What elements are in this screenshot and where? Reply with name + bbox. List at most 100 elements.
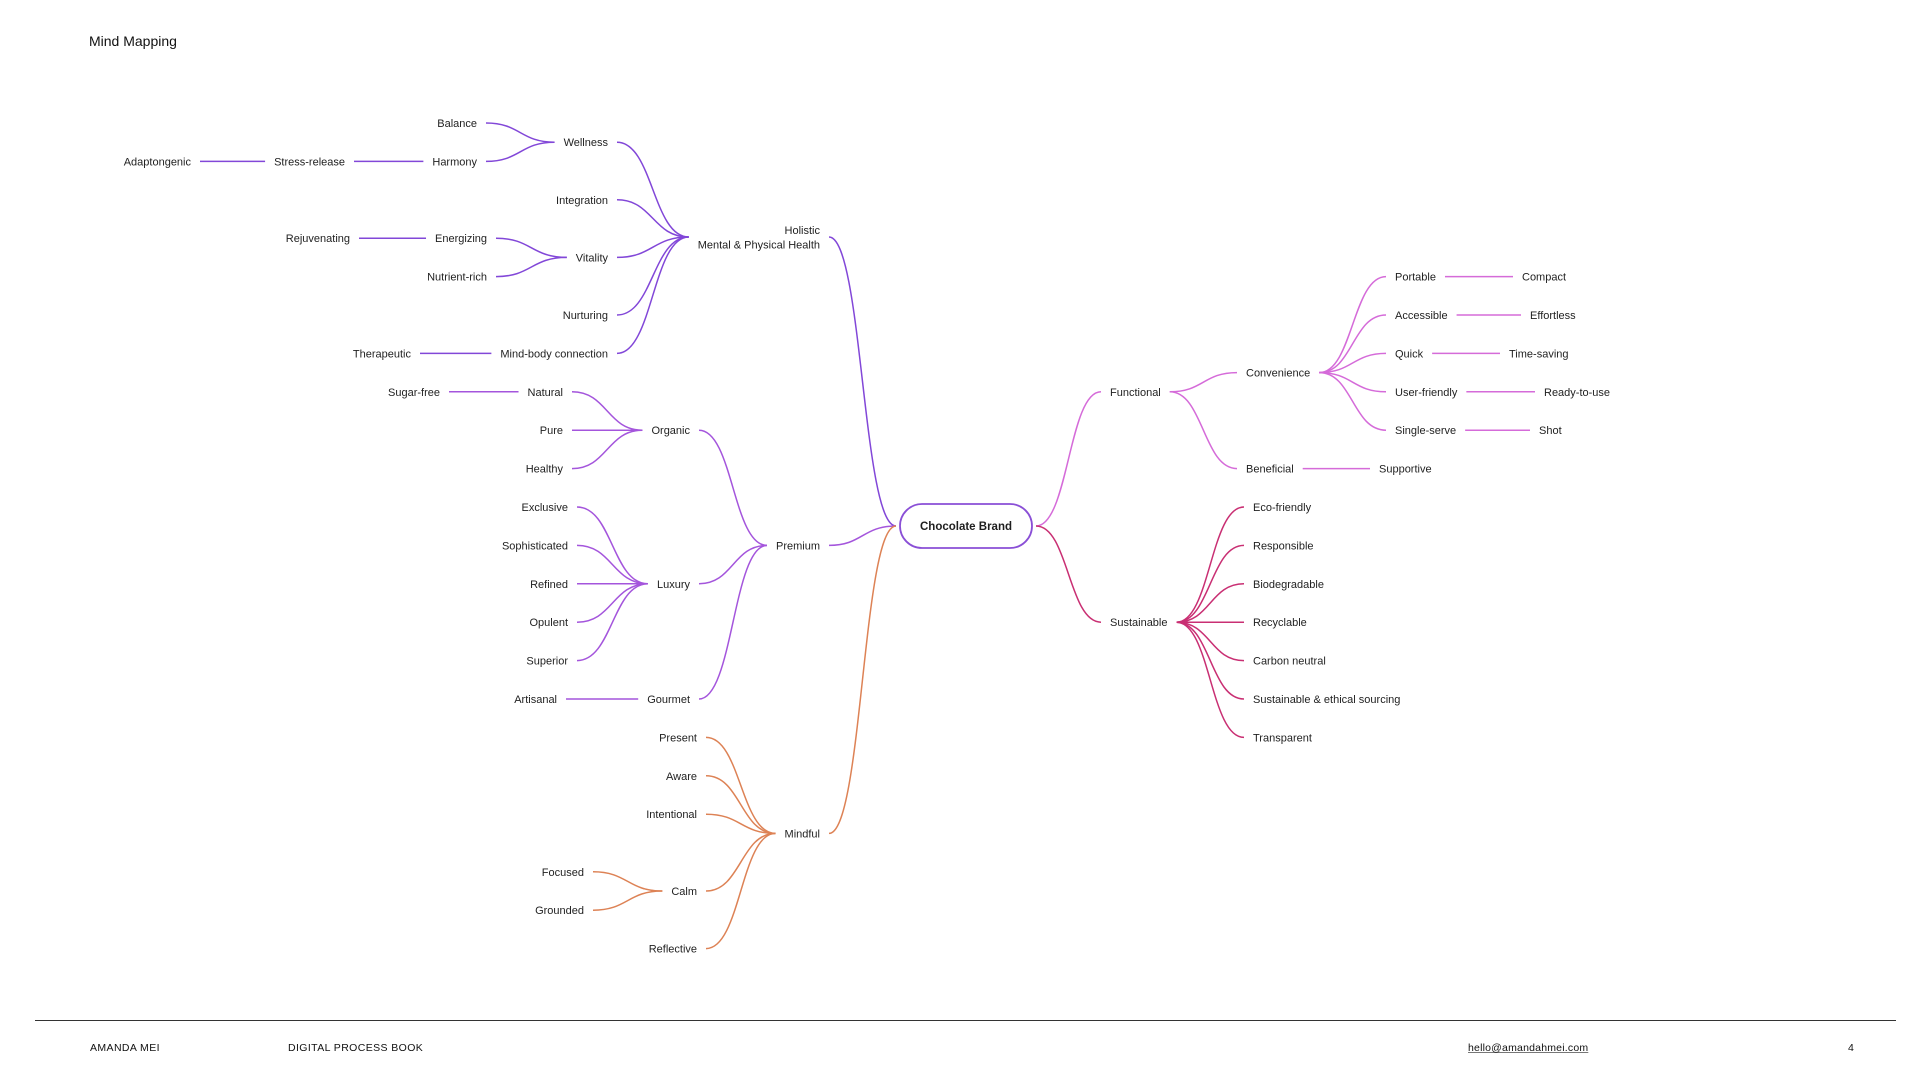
node-sustainable-and-ethical-sourcing-line: Sustainable & ethical sourcing <box>1253 694 1400 706</box>
node-rejuvenating: Rejuvenating <box>286 233 350 245</box>
node-opulent: Opulent <box>529 617 568 629</box>
node-balance: Balance <box>437 118 477 130</box>
mind-map-edge <box>1169 391 1238 470</box>
mind-map-edge <box>485 141 555 163</box>
mind-map-edge <box>1319 371 1387 393</box>
node-balance-line: Balance <box>437 118 477 130</box>
node-organic-line: Organic <box>651 425 690 437</box>
node-aware-line: Aware <box>666 771 697 783</box>
node-stress-release: Stress-release <box>274 156 345 168</box>
footer-divider <box>35 1020 1896 1021</box>
node-natural: Natural <box>528 387 563 399</box>
node-transparent: Transparent <box>1253 732 1312 744</box>
node-responsible: Responsible <box>1253 540 1314 552</box>
branch-mindful: Mindful <box>785 828 820 840</box>
node-transparent-line: Transparent <box>1253 732 1312 744</box>
node-recyclable-line: Recyclable <box>1253 617 1307 629</box>
node-healthy-line: Healthy <box>526 464 564 476</box>
branch-holistic-line: Holistic <box>785 225 821 237</box>
node-nurturing: Nurturing <box>563 310 608 322</box>
footer-email-link[interactable]: hello@amandahmei.com <box>1468 1042 1589 1054</box>
mind-map-edge <box>1319 275 1387 374</box>
node-nutrient-rich-line: Nutrient-rich <box>427 272 487 284</box>
node-eco-friendly: Eco-friendly <box>1253 502 1312 514</box>
node-aware: Aware <box>666 771 697 783</box>
branch-mindful-line: Mindful <box>785 828 820 840</box>
node-time-saving: Time-saving <box>1509 348 1569 360</box>
mind-map-edge <box>1169 371 1238 393</box>
branch-sustainable-line: Sustainable <box>1110 617 1168 629</box>
node-exclusive-line: Exclusive <box>522 502 568 514</box>
node-quick: Quick <box>1395 348 1424 360</box>
node-sugar-free: Sugar-free <box>388 387 440 399</box>
mind-map-edge <box>592 890 663 911</box>
mind-map-edge <box>705 832 776 892</box>
node-portable-line: Portable <box>1395 272 1436 284</box>
node-nurturing-line: Nurturing <box>563 310 608 322</box>
mind-map-edge <box>616 236 689 259</box>
node-eco-friendly-line: Eco-friendly <box>1253 502 1312 514</box>
node-vitality: Vitality <box>576 252 609 264</box>
node-portable: Portable <box>1395 272 1436 284</box>
mind-map-edge <box>828 525 897 835</box>
node-grounded-line: Grounded <box>535 905 584 917</box>
node-sophisticated-line: Sophisticated <box>502 540 568 552</box>
node-convenience-line: Convenience <box>1246 368 1310 380</box>
node-biodegradable-line: Biodegradable <box>1253 579 1324 591</box>
node-convenience: Convenience <box>1246 368 1310 380</box>
mind-map-edge <box>576 544 648 585</box>
node-carbon-neutral: Carbon neutral <box>1253 656 1326 668</box>
node-calm-line: Calm <box>671 886 697 898</box>
node-mind-body-connection: Mind-body connection <box>500 348 608 360</box>
node-ready-to-use: Ready-to-use <box>1544 387 1610 399</box>
page-title: Mind Mapping <box>89 33 177 49</box>
mind-map-edge <box>1035 391 1102 527</box>
node-natural-line: Natural <box>528 387 563 399</box>
node-supportive: Supportive <box>1379 464 1432 476</box>
node-rejuvenating-line: Rejuvenating <box>286 233 350 245</box>
mind-map-edge <box>828 236 897 527</box>
node-single-serve-line: Single-serve <box>1395 425 1456 437</box>
node-energizing: Energizing <box>435 233 487 245</box>
mind-map-edge <box>616 236 689 355</box>
mind-map-edge <box>1319 352 1387 374</box>
branch-premium-line: Premium <box>776 540 820 552</box>
node-artisanal: Artisanal <box>514 694 557 706</box>
mind-map-edge <box>705 736 776 835</box>
node-accessible-line: Accessible <box>1395 310 1448 322</box>
node-harmony: Harmony <box>432 156 477 168</box>
mind-map-edge <box>1319 371 1387 431</box>
node-effortless-line: Effortless <box>1530 310 1576 322</box>
node-refined-line: Refined <box>530 579 568 591</box>
branch-functional-line: Functional <box>1110 387 1161 399</box>
node-therapeutic-line: Therapeutic <box>353 348 412 360</box>
node-quick-line: Quick <box>1395 348 1424 360</box>
node-focused-line: Focused <box>542 867 584 879</box>
mind-map-edge <box>698 544 767 585</box>
branch-sustainable: Sustainable <box>1110 617 1168 629</box>
node-sugar-free-line: Sugar-free <box>388 387 440 399</box>
node-present: Present <box>659 732 697 744</box>
mind-map-edge <box>698 429 768 547</box>
node-responsible-line: Responsible <box>1253 540 1314 552</box>
mind-map-edge <box>571 391 643 431</box>
node-accessible: Accessible <box>1395 310 1448 322</box>
node-mind-body-connection-line: Mind-body connection <box>500 348 608 360</box>
node-healthy: Healthy <box>526 464 564 476</box>
mind-map-edge <box>828 525 897 547</box>
mind-map-edge <box>705 832 776 950</box>
node-adaptongenic: Adaptongenic <box>124 156 192 168</box>
node-biodegradable: Biodegradable <box>1253 579 1324 591</box>
branch-holistic-line: Mental & Physical Health <box>698 239 820 251</box>
node-recyclable: Recyclable <box>1253 617 1307 629</box>
node-exclusive: Exclusive <box>522 502 568 514</box>
node-luxury-line: Luxury <box>657 579 691 591</box>
mind-map-edges <box>200 122 1535 950</box>
node-ready-to-use-line: Ready-to-use <box>1544 387 1610 399</box>
node-compact: Compact <box>1522 272 1566 284</box>
node-compact-line: Compact <box>1522 272 1566 284</box>
node-sophisticated: Sophisticated <box>502 540 568 552</box>
